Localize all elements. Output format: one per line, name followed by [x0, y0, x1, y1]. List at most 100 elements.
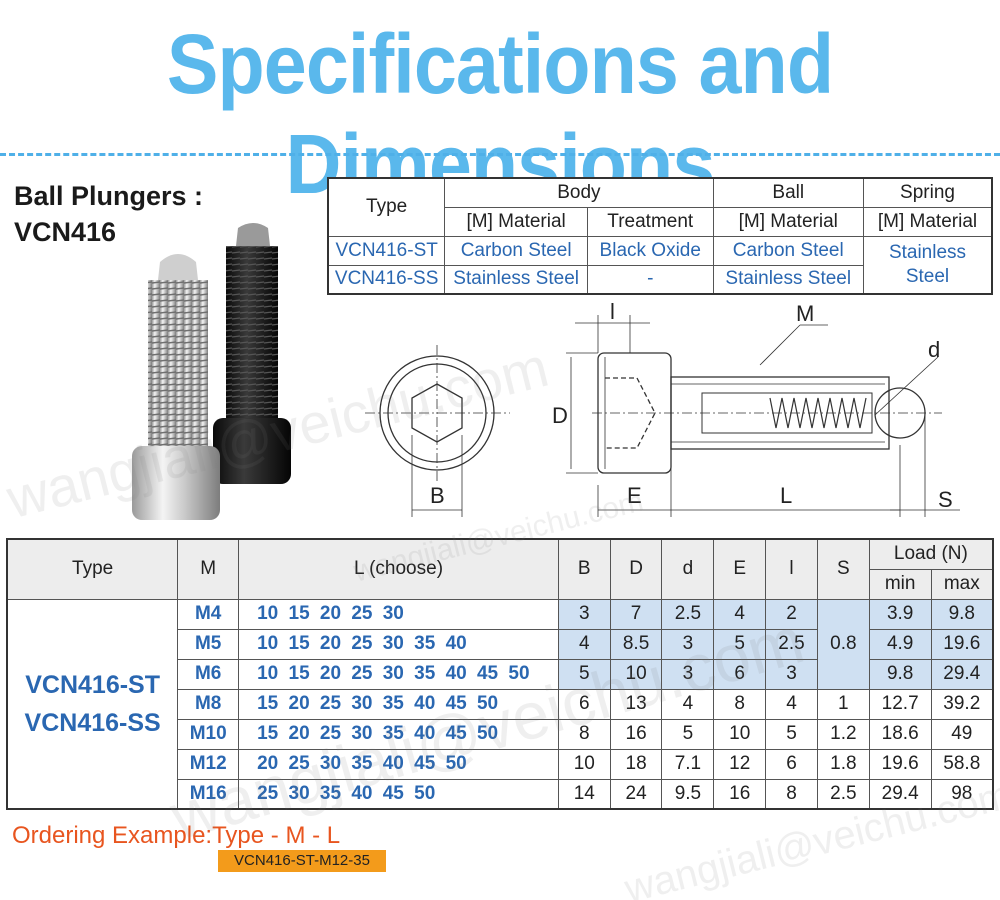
black-plunger — [213, 223, 291, 484]
dim-label-S: S — [938, 487, 953, 512]
dim-label-E: E — [627, 483, 642, 508]
technical-drawing: l M d D B E L S — [365, 299, 960, 517]
dim-cell-e: 4 — [713, 598, 767, 630]
dim-header-d: d — [661, 538, 715, 600]
dim-label-l: l — [610, 299, 615, 324]
dim-header-l: l — [765, 538, 818, 600]
dim-cell-b: 5 — [557, 658, 611, 690]
dim-label-D: D — [552, 403, 568, 428]
dim-cell-d: 3 — [661, 658, 715, 690]
mat-row-ball-material: Stainless Steel — [712, 264, 864, 295]
dim-cell-s: 1 — [816, 688, 870, 720]
dim-cell-min: 18.6 — [868, 718, 932, 750]
product-name-line2: VCN416 — [14, 217, 117, 247]
title-divider — [0, 153, 1000, 156]
dim-header-e: E — [713, 538, 767, 600]
dim-label-B: B — [430, 483, 445, 508]
dim-cell-max: 19.6 — [930, 628, 994, 660]
dim-type-st: VCN416-ST — [25, 670, 160, 699]
ordering-example-badge: VCN416-ST-M12-35 — [218, 850, 386, 872]
product-name: Ball Plungers : VCN416 — [14, 178, 203, 250]
dim-cell-l: 2.5 — [765, 628, 818, 660]
dim-cell-D: 16 — [609, 718, 663, 750]
dim-cell-min: 12.7 — [868, 688, 932, 720]
mat-row-treatment: - — [586, 264, 714, 295]
dim-cell-b: 14 — [557, 778, 611, 810]
dim-header-min: min — [868, 568, 932, 600]
dim-header-max: max — [930, 568, 994, 600]
dim-cell-l-choose: 10 15 20 25 30 — [238, 598, 559, 630]
dim-cell-l: 4 — [765, 688, 818, 720]
dim-cell-d: 7.1 — [661, 748, 715, 780]
dim-cell-l: 6 — [765, 748, 818, 780]
mat-sub-body-material: [M] Material — [444, 206, 588, 237]
mat-header-body: Body — [444, 177, 714, 208]
mat-row-type: VCN416-SS — [327, 264, 446, 295]
dim-cell-s: 1.2 — [816, 718, 870, 750]
dim-cell-b: 6 — [557, 688, 611, 720]
dim-cell-max: 29.4 — [930, 658, 994, 690]
ordering-example: Ordering Example:Type - M - L — [12, 822, 340, 850]
dim-cell-m: M8 — [177, 688, 240, 720]
dim-cell-e: 6 — [713, 658, 767, 690]
dim-cell-e: 5 — [713, 628, 767, 660]
dim-cell-d: 9.5 — [661, 778, 715, 810]
material-table: Type Body Ball Spring [M] Material Treat… — [327, 177, 993, 295]
mat-header-ball: Ball — [712, 177, 864, 208]
ordering-label: Ordering Example: — [12, 822, 213, 849]
dim-cell-min: 3.9 — [868, 598, 932, 630]
mat-spring-material: Stainless Steel — [863, 235, 993, 295]
dim-cell-b: 10 — [557, 748, 611, 780]
table-row: M16 25 30 35 40 45 50 14 24 9.5 16 8 2.5… — [7, 778, 994, 810]
dim-cell-l-choose: 20 25 30 35 40 45 50 — [238, 748, 559, 780]
dim-cell-m: M16 — [177, 778, 240, 810]
dim-cell-m: M6 — [177, 658, 240, 690]
dim-cell-l-choose: 15 20 25 30 35 40 45 50 — [238, 688, 559, 720]
dim-cell-d: 5 — [661, 718, 715, 750]
dim-header-b: B — [557, 538, 611, 600]
table-row: M5 10 15 20 25 30 35 40 4 8.5 3 5 2.5 4.… — [7, 628, 994, 660]
dim-type-ss: VCN416-SS — [24, 708, 161, 737]
dim-cell-max: 39.2 — [930, 688, 994, 720]
dim-cell-D: 18 — [609, 748, 663, 780]
dim-cell-s: 0.8 — [816, 598, 870, 690]
dim-cell-l: 5 — [765, 718, 818, 750]
dim-cell-d: 2.5 — [661, 598, 715, 630]
dim-cell-D: 13 — [609, 688, 663, 720]
mat-row-ball-material: Carbon Steel — [712, 235, 864, 266]
dimension-table: Type M L (choose) B D d E l S Load (N) m… — [6, 538, 994, 810]
product-name-line1: Ball Plungers : — [14, 181, 204, 211]
dim-cell-s: 1.8 — [816, 748, 870, 780]
dim-label-L: L — [780, 483, 792, 508]
dim-cell-l-choose: 25 30 35 40 45 50 — [238, 778, 559, 810]
dim-label-M: M — [796, 301, 814, 326]
silver-plunger — [132, 254, 220, 520]
dim-cell-D: 8.5 — [609, 628, 663, 660]
dim-cell-min: 4.9 — [868, 628, 932, 660]
mat-row-type: VCN416-ST — [327, 235, 446, 266]
dim-cell-e: 12 — [713, 748, 767, 780]
dim-cell-b: 4 — [557, 628, 611, 660]
mat-header-spring: Spring — [863, 177, 993, 208]
dim-cell-max: 49 — [930, 718, 994, 750]
dim-cell-l-choose: 15 20 25 30 35 40 45 50 — [238, 718, 559, 750]
mat-sub-ball-material: [M] Material — [712, 206, 864, 237]
dim-cell-l-choose: 10 15 20 25 30 35 40 45 50 — [238, 658, 559, 690]
dim-header-l-choose: L (choose) — [238, 538, 559, 600]
dim-cell-D: 7 — [609, 598, 663, 630]
table-row: M8 15 20 25 30 35 40 45 50 6 13 4 8 4 1 … — [7, 688, 994, 720]
dim-cell-m: M4 — [177, 598, 240, 630]
dim-header-type: Type — [6, 538, 179, 600]
mat-row-body-material: Stainless Steel — [444, 264, 588, 295]
ordering-pattern: Type - M - L — [212, 822, 341, 849]
dim-header-s: S — [816, 538, 870, 600]
dim-cell-m: M5 — [177, 628, 240, 660]
dim-cell-l-choose: 10 15 20 25 30 35 40 — [238, 628, 559, 660]
table-row: VCN416-ST VCN416-SS M4 10 15 20 25 30 3 … — [6, 598, 994, 810]
dim-cell-m: M12 — [177, 748, 240, 780]
mat-sub-spring-material: [M] Material — [863, 206, 993, 237]
product-photo — [132, 223, 291, 520]
spring-icon — [769, 397, 867, 429]
dim-header-load: Load (N) — [868, 538, 994, 570]
dim-cell-e: 10 — [713, 718, 767, 750]
